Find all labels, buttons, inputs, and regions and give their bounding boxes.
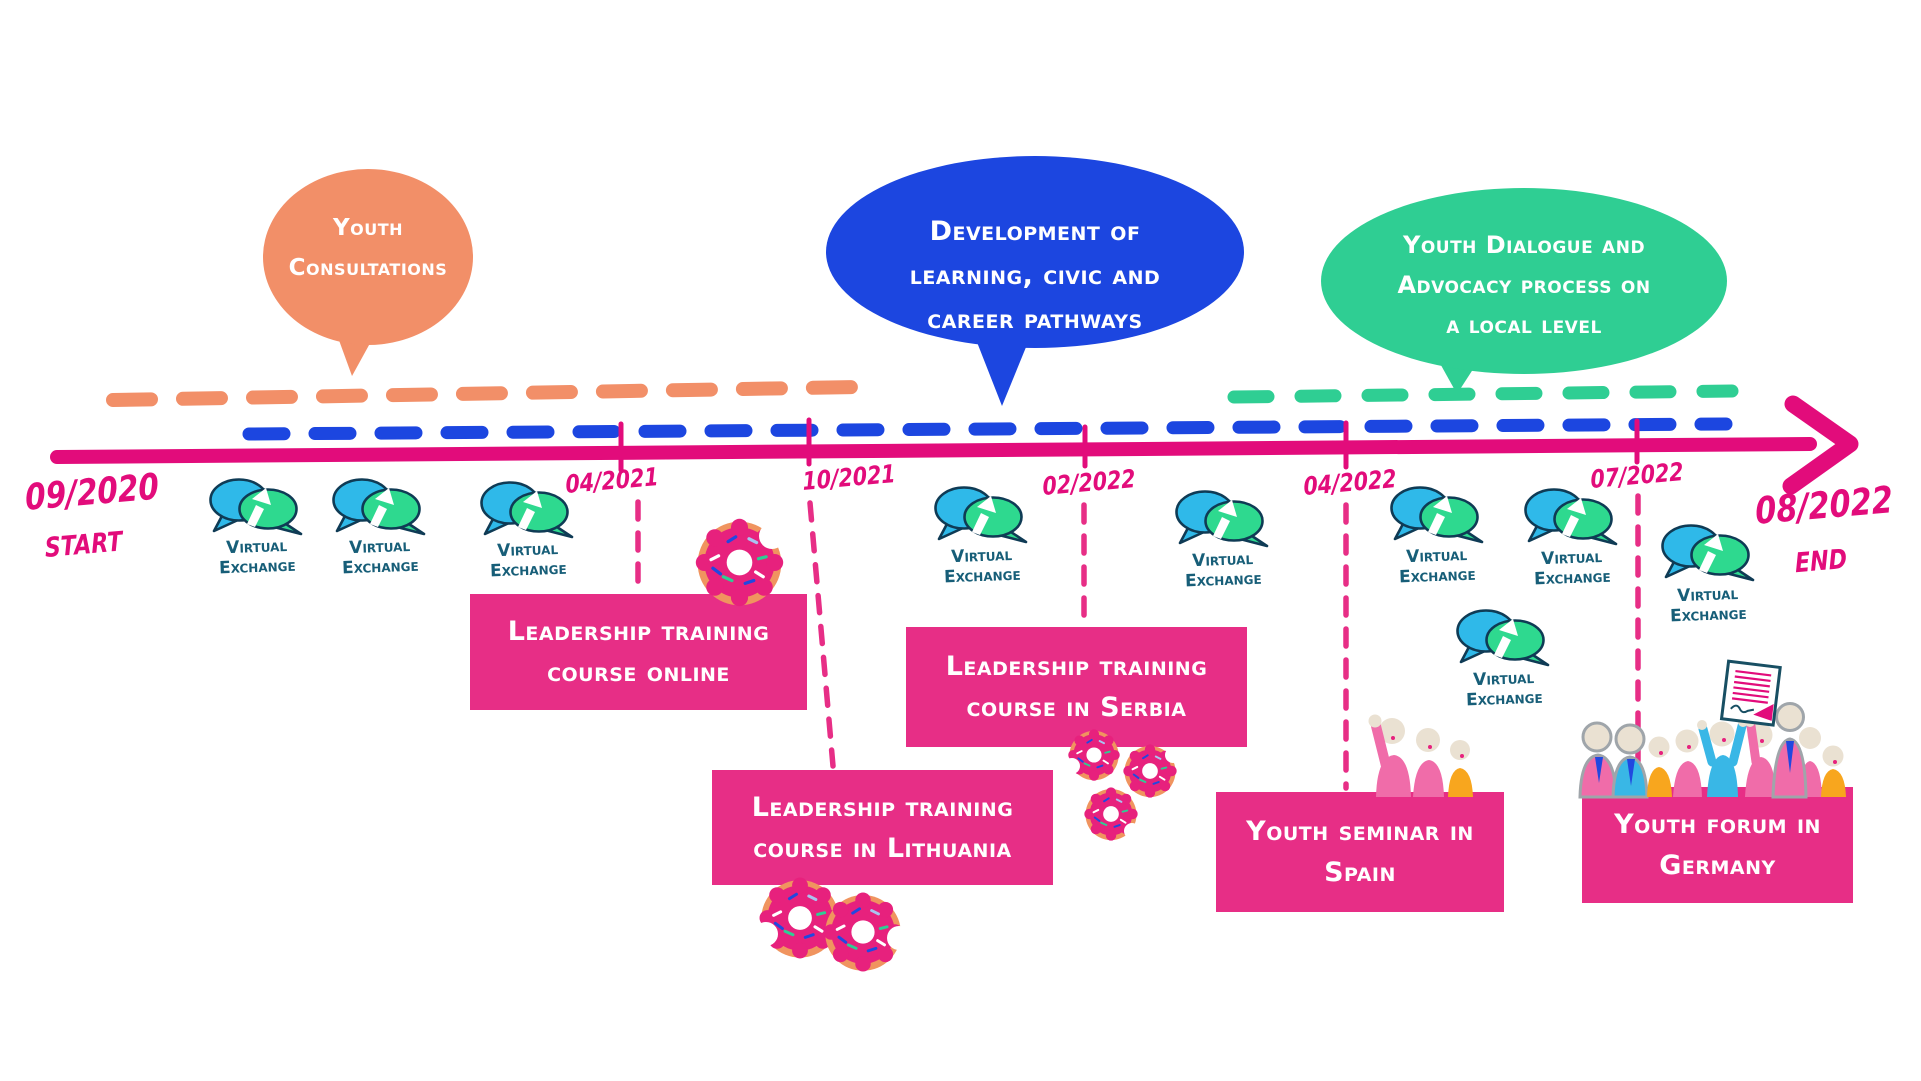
event-title-line: Germany: [1659, 850, 1776, 881]
timeline-ticks: [618, 417, 1640, 473]
development-pathways-bubble-shape: [826, 156, 1244, 406]
end-label: END: [1794, 543, 1848, 580]
event-box-youth-forum-germany: Youth forum in Germany: [1582, 787, 1853, 903]
bubble-label-development-pathways: Development of learning, civic and caree…: [909, 216, 1161, 335]
event-title-line: Leadership training: [507, 616, 770, 647]
bubble-label-youth-consultations: Youth Consultations: [288, 215, 448, 281]
timeline-arrow-icon: [50, 395, 1859, 495]
orange-phase-dashed-line: [106, 380, 865, 407]
virtual-exchange-icon: [1524, 488, 1618, 546]
event-title-line: Leadership training: [751, 791, 1014, 823]
event-title-line: course in Serbia: [966, 692, 1187, 723]
event-title-line: course in Lithuania: [753, 832, 1012, 864]
virtual-exchange-icon: [1175, 490, 1269, 548]
event-title-line: Leadership training: [945, 651, 1208, 682]
event-box-leadership-lithuania: Leadership training course in Lithuania: [712, 770, 1053, 885]
bubble-label-youth-dialogue: Youth Dialogue and Advocacy process on a…: [1397, 231, 1651, 339]
youth-consultations-bubble-shape: [263, 169, 473, 376]
people-icon: [1368, 714, 1473, 797]
event-connector-lines: [635, 493, 1641, 791]
event-box-leadership-serbia: Leadership training course in Serbia: [906, 627, 1247, 747]
event-box-youth-seminar-spain: Youth seminar in Spain: [1216, 792, 1504, 912]
virtual-exchange-icon: [332, 478, 426, 536]
event-box-leadership-online: Leadership training course online: [470, 594, 807, 710]
virtual-exchange-icon: [1390, 486, 1484, 544]
blue-phase-dashed-line: [242, 417, 1733, 441]
virtual-exchange-icon: [480, 481, 574, 539]
virtual-exchange-icon: [1456, 609, 1550, 667]
start-label: START: [44, 526, 124, 564]
people-icon: [1578, 702, 1846, 799]
donut-icon: [1067, 728, 1121, 782]
event-title-line: Youth seminar in: [1246, 816, 1474, 847]
green-phase-dashed-line: [1227, 384, 1739, 404]
event-title-line: Youth forum in: [1614, 809, 1821, 840]
event-title-line: course online: [547, 657, 730, 688]
donut-icons: [694, 517, 1181, 974]
signed-document-icon: [1719, 659, 1782, 727]
virtual-exchange-icon: [1661, 524, 1755, 582]
virtual-exchange-icon: [209, 478, 303, 536]
youth-dialogue-bubble-shape: [1321, 188, 1727, 394]
event-title-line: Spain: [1324, 857, 1396, 888]
virtual-exchange-icon: [934, 486, 1028, 544]
